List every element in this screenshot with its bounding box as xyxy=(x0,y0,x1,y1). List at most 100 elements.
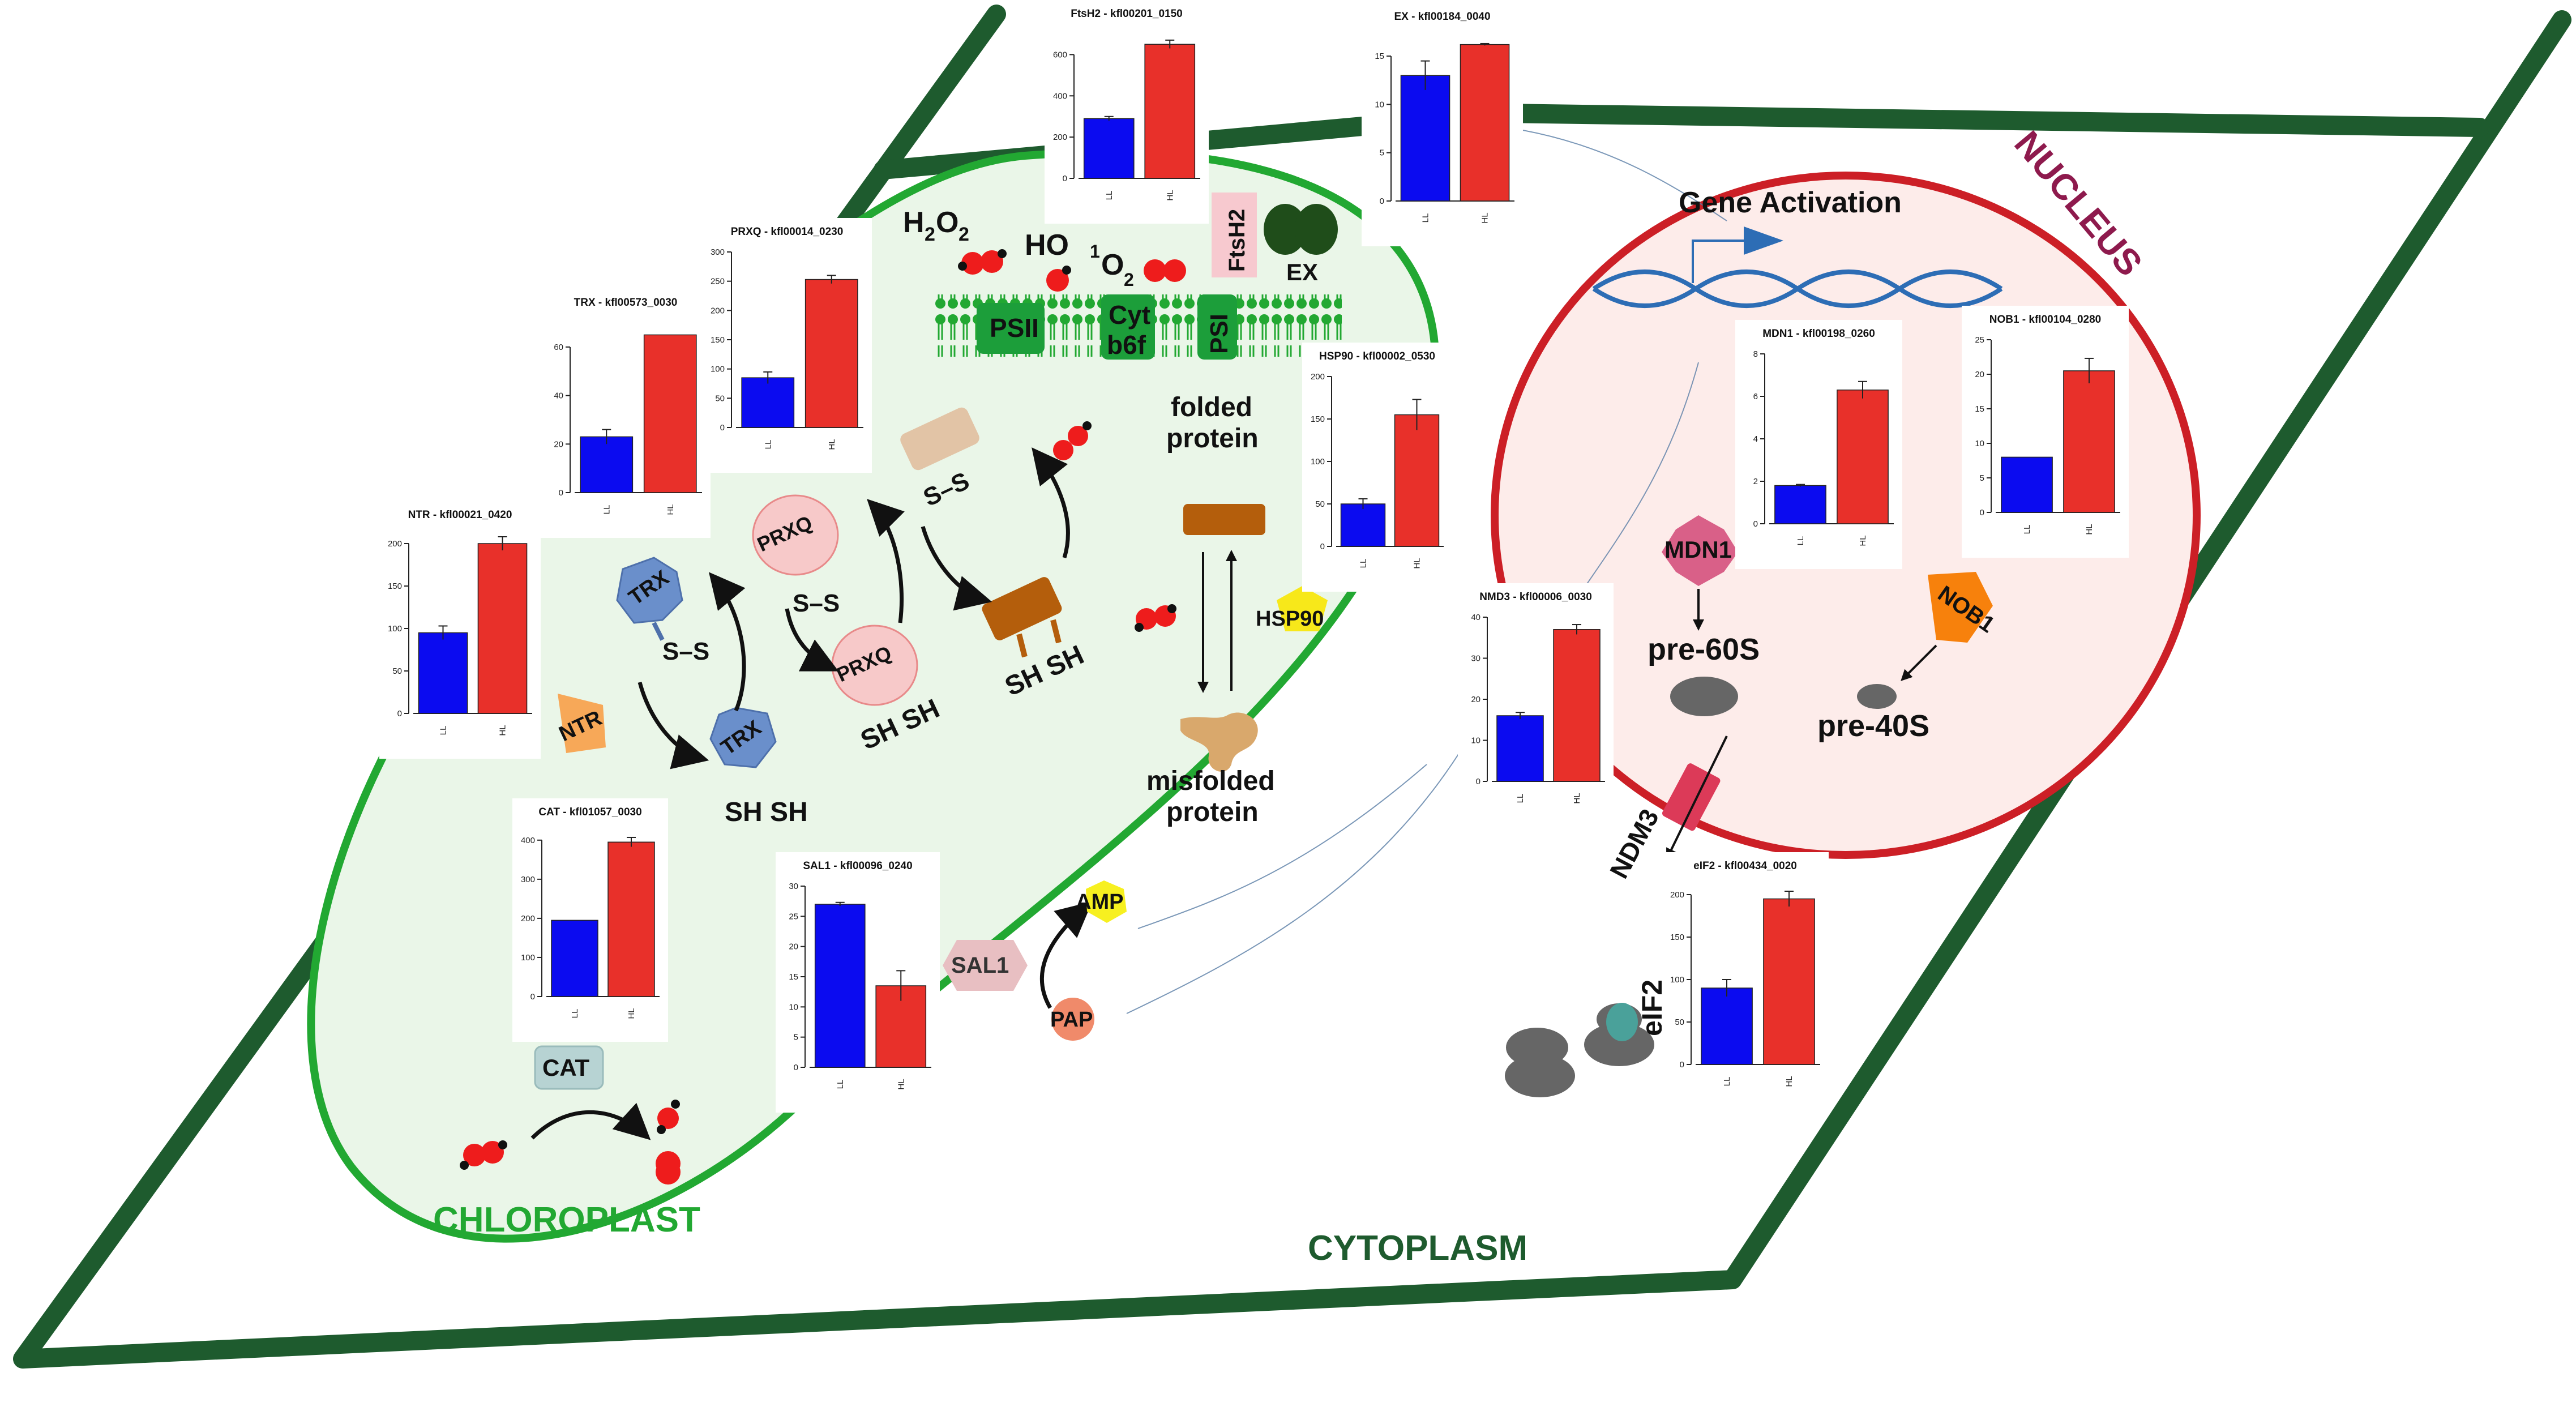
svg-text:O: O xyxy=(1101,249,1124,281)
y-tick-label: 0 xyxy=(1320,542,1325,551)
svg-text:2: 2 xyxy=(958,224,969,245)
svg-text:PSII: PSII xyxy=(990,313,1039,343)
y-tick-label: 0 xyxy=(720,423,725,433)
svg-text:Cyt: Cyt xyxy=(1109,300,1150,330)
x-tick-label: LL xyxy=(1722,1077,1732,1087)
bar xyxy=(805,279,858,428)
x-tick-label: LL xyxy=(1359,559,1368,568)
ho-label: HO xyxy=(1025,229,1069,262)
chloroplast-label: CHLOROPLAST xyxy=(433,1200,700,1239)
y-tick-label: 150 xyxy=(1311,414,1325,424)
chart-title: CAT - kfl01057_0030 xyxy=(538,806,641,818)
misfolded-label: misfolded xyxy=(1146,766,1275,796)
y-tick-label: 150 xyxy=(711,335,725,345)
connector-lines xyxy=(1126,130,1727,1014)
sal1-enzyme: SAL1 xyxy=(943,940,1028,991)
svg-text:AMP: AMP xyxy=(1076,890,1123,914)
chart-title: NOB1 - kfl00104_0280 xyxy=(1989,314,2102,326)
svg-text:H: H xyxy=(903,206,925,239)
bar xyxy=(1837,390,1889,524)
y-tick-label: 5 xyxy=(1380,148,1384,158)
y-tick-label: 5 xyxy=(1980,473,1984,483)
y-tick-label: 20 xyxy=(554,439,563,449)
misfolded-protein-shape xyxy=(1180,712,1258,772)
mdn1-protein: MDN1 xyxy=(1662,515,1738,586)
bar xyxy=(1340,503,1386,547)
h2o2-molecule-icon xyxy=(958,249,1007,275)
y-tick-label: 50 xyxy=(715,394,725,403)
y-tick-label: 20 xyxy=(1471,695,1480,704)
y-tick-label: 200 xyxy=(521,914,535,923)
svg-text:1: 1 xyxy=(1090,241,1100,262)
pre40s-label: pre-40S xyxy=(1817,709,1929,743)
y-tick-label: 600 xyxy=(1053,50,1067,59)
svg-text:SH SH: SH SH xyxy=(725,797,808,827)
x-tick-label: LL xyxy=(570,1009,580,1019)
bar xyxy=(1701,987,1753,1065)
svg-text:O: O xyxy=(936,206,958,239)
y-tick-label: 50 xyxy=(392,666,402,676)
y-tick-label: 0 xyxy=(1380,196,1384,206)
y-tick-label: 30 xyxy=(1471,654,1480,664)
y-tick-label: 200 xyxy=(1311,372,1325,382)
cat-enzyme: CAT xyxy=(534,1045,604,1090)
x-tick-label: LL xyxy=(439,726,448,736)
x-tick-label: LL xyxy=(2022,525,2032,535)
y-tick-label: 300 xyxy=(711,247,725,257)
ex-protein: EX xyxy=(1264,204,1338,285)
chart-title: TRX - kfl00573_0030 xyxy=(574,297,678,309)
o2-molecule-icon xyxy=(1144,259,1186,282)
bar xyxy=(1763,898,1815,1065)
bar xyxy=(580,436,634,493)
pap-metabolite: PAP xyxy=(1050,998,1094,1041)
psi-complex: PSI xyxy=(1197,294,1237,360)
y-tick-label: 30 xyxy=(789,882,798,891)
y-tick-label: 15 xyxy=(789,972,798,982)
y-tick-label: 25 xyxy=(1975,335,1984,345)
bar xyxy=(551,920,598,997)
y-tick-label: 400 xyxy=(1053,91,1067,101)
x-tick-label: LL xyxy=(1105,191,1114,200)
gene-activation-label: Gene Activation xyxy=(1679,186,1902,219)
x-tick-label: LL xyxy=(836,1080,845,1089)
bar xyxy=(2063,370,2115,513)
folded-protein-label: protein xyxy=(1166,424,1259,454)
y-tick-label: 0 xyxy=(1680,1060,1684,1070)
y-tick-label: 0 xyxy=(559,488,563,498)
y-tick-label: 10 xyxy=(1471,736,1480,746)
y-tick-label: 15 xyxy=(1975,404,1984,414)
chart-title: SAL1 - kfl00096_0240 xyxy=(803,860,912,872)
x-tick-label: LL xyxy=(1796,536,1805,546)
y-tick-label: 200 xyxy=(711,306,725,315)
bar xyxy=(1394,414,1440,547)
y-tick-label: 0 xyxy=(1063,174,1067,183)
y-tick-label: 40 xyxy=(1471,613,1480,622)
bar-chart: PRXQ - kfl00014_0230050100150200250300LL… xyxy=(702,218,872,473)
y-tick-label: 0 xyxy=(530,992,535,1002)
y-tick-label: 0 xyxy=(794,1063,798,1072)
bar xyxy=(814,904,866,1068)
transcription-start-arrow xyxy=(1692,226,1783,283)
chart-title: HSP90 - kfl00002_0530 xyxy=(1319,350,1435,362)
y-tick-label: 40 xyxy=(554,391,563,401)
y-tick-label: 0 xyxy=(1980,508,1984,518)
bar xyxy=(1553,629,1601,782)
y-tick-label: 200 xyxy=(1670,890,1684,900)
pre60s-label: pre-60S xyxy=(1648,632,1760,666)
x-tick-label: HL xyxy=(627,1008,636,1019)
x-tick-label: HL xyxy=(2085,524,2094,535)
bar xyxy=(1460,44,1510,202)
cytoplasm-label: CYTOPLASM xyxy=(1308,1229,1527,1268)
y-tick-label: 10 xyxy=(1975,439,1984,448)
y-tick-label: 10 xyxy=(789,1002,798,1012)
chart-title: NTR - kfl00021_0420 xyxy=(408,509,512,521)
bar xyxy=(477,543,528,714)
y-tick-label: 0 xyxy=(1753,519,1758,529)
svg-text:CAT: CAT xyxy=(542,1054,590,1081)
water-product-icon xyxy=(657,1100,680,1134)
y-tick-label: 150 xyxy=(388,581,402,591)
